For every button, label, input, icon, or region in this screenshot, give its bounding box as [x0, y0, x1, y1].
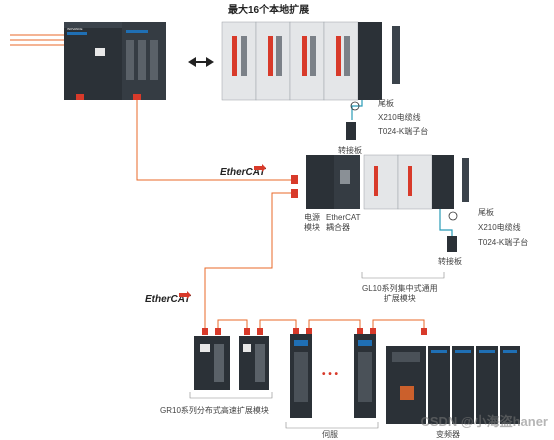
- coupler-adapter-board: [447, 236, 457, 252]
- chain-connectors: [202, 328, 427, 335]
- gl10-bracket: [361, 272, 445, 279]
- ethercat-logo-2: EtherCAT: [145, 294, 191, 305]
- top-cable-label: X210电缆线: [378, 113, 421, 122]
- servo-bracket: [285, 422, 379, 429]
- ethercat-daisy-chain: [217, 319, 425, 330]
- servo-drive-1: [290, 334, 312, 418]
- inverter-rack: [386, 346, 520, 424]
- diagram-title: 最大16个本地扩展: [228, 5, 310, 16]
- ethercat-coupler-rack: [306, 154, 469, 210]
- coupler-label: EtherCAT 耦合器: [326, 213, 361, 232]
- top-adapter-label: 转接板: [338, 146, 362, 155]
- cable-connector-a: [291, 175, 298, 184]
- servo-label: 伺服: [322, 430, 338, 439]
- servo-ellipsis: • • •: [322, 369, 339, 380]
- coupler-terminal-label: T024-K端子台: [478, 238, 529, 247]
- cable-connector-b: [291, 189, 298, 198]
- top-tail-board-label: 尾板: [378, 99, 394, 108]
- plc-brand-label: INOVANCE: [67, 27, 82, 31]
- watermark: CSDN @小海盗haner: [420, 414, 548, 429]
- coupler-adapter-label: 转接板: [438, 257, 462, 266]
- incoming-cables: [10, 34, 64, 46]
- inverter-label: 变频器: [436, 430, 460, 439]
- ethercat-logo-1: EtherCAT: [220, 167, 266, 178]
- ethercat-cable-2: [204, 192, 296, 330]
- main-plc-controller: [64, 22, 166, 100]
- ethercat-arrow-icon: [179, 291, 191, 299]
- gr10-bracket: [189, 392, 273, 399]
- gr10-label: GR10系列分布式高速扩展模块: [160, 406, 269, 415]
- gr10-module-1: [194, 336, 230, 390]
- coupler-cable-coil: [448, 211, 458, 221]
- top-terminal-label: T024-K端子台: [378, 127, 429, 136]
- coupler-tail-board-label: 尾板: [478, 208, 494, 217]
- coupler-cable-label: X210电缆线: [478, 223, 521, 232]
- top-cable-coil: [350, 101, 360, 111]
- coupler-rack-cable: [439, 209, 453, 236]
- local-expansion-rack: [221, 21, 400, 101]
- servo-drive-2: [354, 334, 376, 418]
- expansion-double-arrow: [188, 57, 214, 67]
- ethercat-arrow-icon: [254, 164, 266, 172]
- ethercat-cable-1: [136, 100, 296, 181]
- gl10-label: GL10系列集中式通用 扩展模块: [362, 284, 438, 303]
- top-adapter-board: [346, 122, 356, 140]
- gr10-module-2: [239, 336, 269, 390]
- top-rack-cable: [351, 100, 363, 120]
- power-module-label: 电源 模块: [304, 213, 320, 232]
